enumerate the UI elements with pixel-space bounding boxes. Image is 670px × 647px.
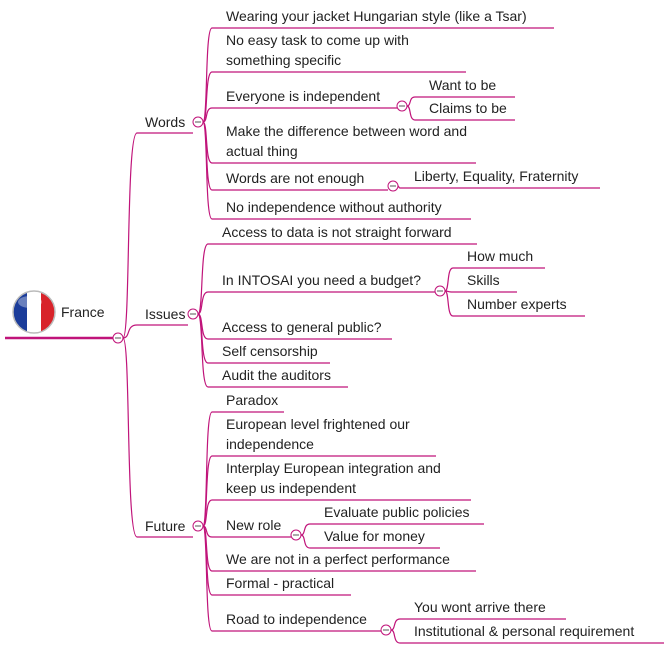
subnode-issues-1-1[interactable]: Skills (467, 272, 500, 288)
node-issues-0[interactable]: Access to data is not straight forward (222, 224, 452, 240)
subnode-future-6-0[interactable]: You wont arrive there (414, 599, 546, 615)
node-issues-4[interactable]: Audit the auditors (222, 367, 331, 383)
root-node-label[interactable]: France (61, 304, 105, 320)
connector-curve (444, 290, 454, 317)
connector-curve (202, 71, 213, 123)
node-words-4[interactable]: Words are not enough (226, 170, 365, 186)
collapse-toggle-icon[interactable] (112, 332, 124, 344)
connector-curve (300, 534, 311, 549)
connector-curve (122, 337, 138, 538)
connector-curve (444, 267, 454, 292)
subnode-words-2-1[interactable]: Claims to be (429, 100, 507, 116)
subnode-issues-1-0[interactable]: How much (467, 248, 534, 264)
branch-future-label[interactable]: Future (145, 518, 186, 534)
node-future-1[interactable]: European level frightened our independen… (226, 416, 410, 452)
node-future-5[interactable]: Formal - practical (226, 575, 335, 591)
connector-curve (390, 629, 401, 644)
node-future-2[interactable]: Interplay European integration and keep … (226, 460, 441, 496)
connector-curve (197, 313, 209, 388)
node-words-2[interactable]: Everyone is independent (226, 88, 381, 104)
collapse-toggle-icon[interactable] (192, 520, 204, 532)
connector-curve (390, 618, 401, 631)
node-issues-2[interactable]: Access to general public? (222, 319, 382, 335)
connector-curve (202, 455, 213, 527)
node-words-0[interactable]: Wearing your jacket Hungarian style (lik… (226, 8, 527, 24)
collapse-toggle-icon[interactable] (290, 529, 302, 541)
node-future-4[interactable]: We are not in a perfect performance (226, 551, 450, 567)
connector-curve (397, 185, 401, 189)
collapse-toggle-icon[interactable] (192, 116, 204, 128)
node-words-1[interactable]: No easy task to come up with something s… (226, 32, 409, 68)
subnode-words-2-0[interactable]: Want to be (429, 77, 497, 93)
node-issues-3[interactable]: Self censorship (222, 343, 318, 359)
france-flag-icon (12, 290, 56, 334)
branch-words-label[interactable]: Words (145, 114, 186, 130)
node-future-0[interactable]: Paradox (226, 392, 279, 408)
collapse-toggle-icon[interactable] (187, 308, 199, 320)
connector-curve (406, 96, 416, 107)
subnode-future-3-0[interactable]: Evaluate public policies (324, 504, 470, 520)
subnode-issues-1-2[interactable]: Number experts (467, 296, 567, 312)
connector-curve (406, 105, 416, 121)
connector-curve (300, 523, 311, 536)
subnode-words-4-0[interactable]: Liberty, Equality, Fraternity (414, 168, 579, 184)
collapse-toggle-icon[interactable] (396, 100, 408, 112)
subnode-future-6-1[interactable]: Institutional & personal requirement (414, 623, 635, 639)
connector-curve (122, 132, 138, 339)
connector-curve (202, 525, 213, 632)
node-issues-1[interactable]: In INTOSAI you need a budget? (222, 272, 421, 288)
connector-curve (202, 499, 213, 527)
node-future-3[interactable]: New role (226, 517, 282, 533)
collapse-toggle-icon[interactable] (380, 624, 392, 636)
connector-curve (202, 121, 213, 220)
connector-curve (202, 107, 213, 123)
collapse-toggle-icon[interactable] (434, 285, 446, 297)
connector-curve (122, 324, 138, 339)
node-words-3[interactable]: Make the difference between word and act… (226, 123, 468, 159)
connector-curve (197, 291, 209, 315)
node-future-6[interactable]: Road to independence (226, 611, 367, 627)
collapse-toggle-icon[interactable] (387, 180, 399, 192)
branch-issues-label[interactable]: Issues (145, 306, 186, 322)
subnode-future-3-1[interactable]: Value for money (324, 528, 425, 544)
node-words-5[interactable]: No independence without authority (226, 199, 442, 215)
connector-curve (197, 243, 209, 315)
